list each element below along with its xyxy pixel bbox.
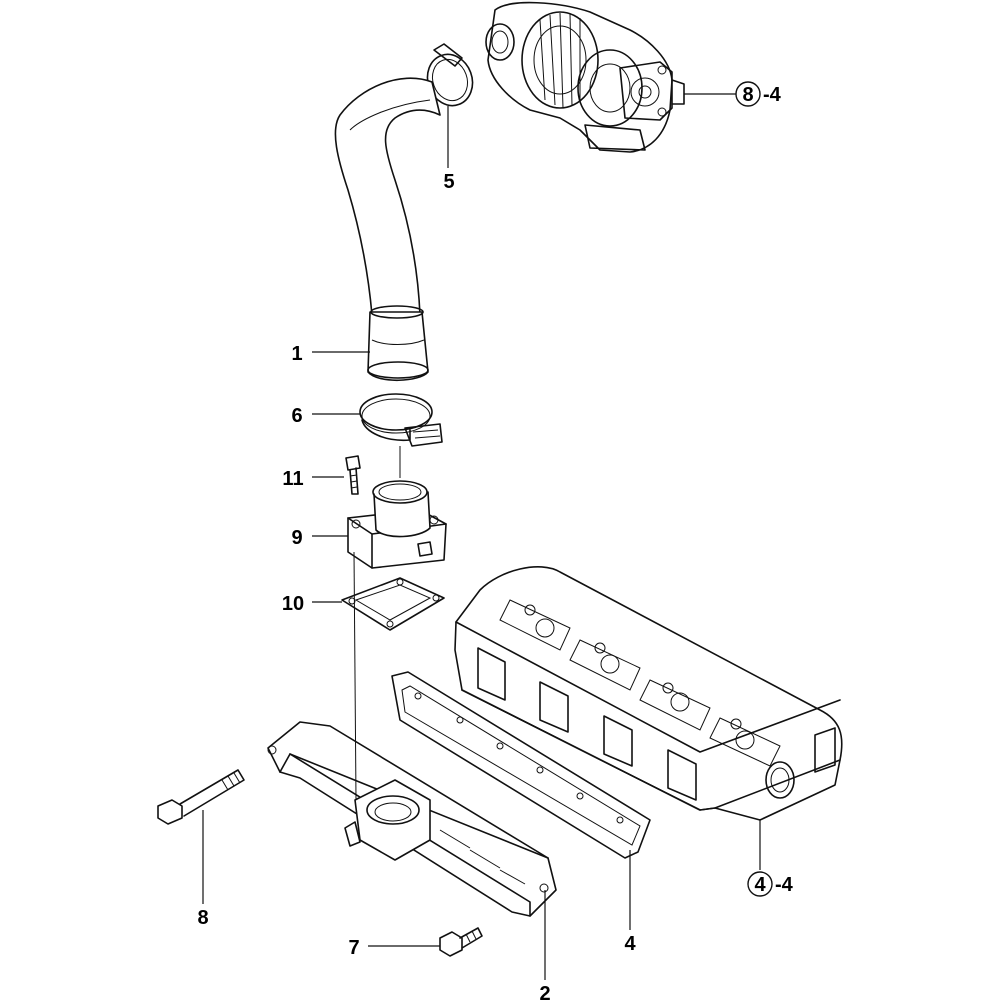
turbocharger[interactable] — [485, 1, 685, 153]
reference-turbo-number: 8 — [742, 84, 753, 106]
reference-turbocharger[interactable]: 8 -4 — [735, 81, 782, 107]
callout-1[interactable]: 1 — [291, 343, 302, 365]
cylinder-head[interactable] — [454, 566, 843, 821]
reference-head-suffix: -4 — [775, 874, 794, 896]
reference-cylinder-head[interactable]: 4 -4 — [747, 871, 794, 897]
flange-gasket[interactable] — [341, 577, 445, 631]
bolt-8[interactable] — [157, 769, 245, 825]
manifold-gasket[interactable] — [391, 671, 651, 859]
callout-10[interactable]: 10 — [282, 593, 304, 615]
callout-9[interactable]: 9 — [291, 527, 302, 549]
leader-lines — [202, 93, 761, 980]
callout-11[interactable]: 11 — [282, 468, 303, 490]
callout-7[interactable]: 7 — [348, 937, 359, 959]
callout-6[interactable]: 6 — [291, 405, 302, 427]
reference-circle — [747, 871, 773, 897]
reference-head-number: 4 — [754, 874, 766, 896]
callout-4[interactable]: 4 — [624, 933, 636, 955]
bolt-11[interactable] — [345, 455, 361, 495]
intake-hose[interactable] — [334, 77, 441, 382]
callout-2[interactable]: 2 — [539, 983, 550, 1000]
bolt-7[interactable] — [439, 927, 483, 957]
intake-manifold[interactable] — [267, 721, 557, 917]
hose-clamp-lower[interactable] — [359, 393, 443, 447]
reference-turbo-suffix: -4 — [763, 84, 782, 106]
assembly-guide-line — [353, 551, 357, 801]
callout-8[interactable]: 8 — [197, 907, 208, 929]
reference-circle — [735, 81, 761, 107]
intake-flange[interactable] — [347, 480, 447, 569]
callout-5[interactable]: 5 — [443, 171, 454, 193]
